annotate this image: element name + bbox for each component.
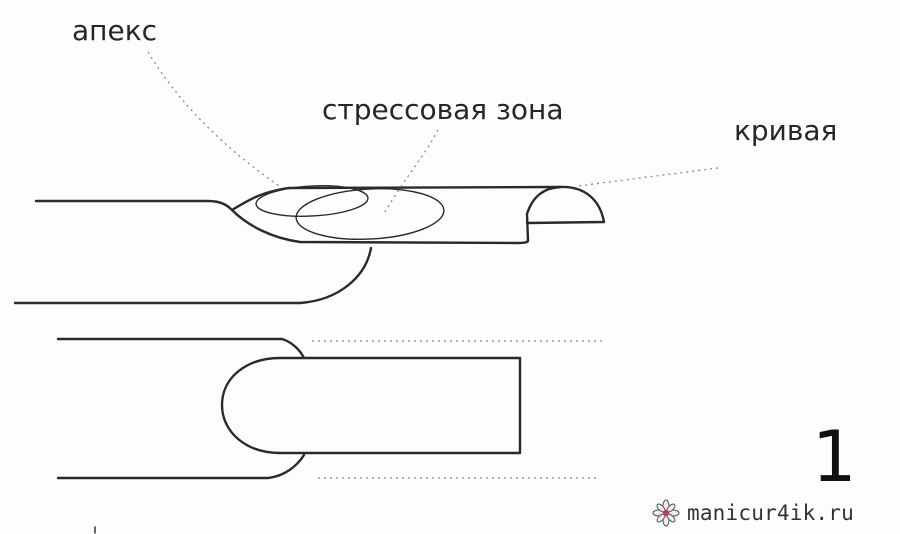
curve-label: кривая — [734, 114, 838, 147]
watermark: manicur4ik.ru — [652, 499, 854, 527]
flower-icon — [652, 499, 680, 527]
figure-number: 1 — [812, 416, 857, 498]
nail-c-curve — [525, 185, 606, 243]
curve-leader — [577, 167, 719, 187]
finger-top-line — [34, 185, 562, 212]
stress-zone-ellipse — [295, 188, 445, 240]
finger-bottom-line — [13, 246, 373, 305]
watermark-text: manicur4ik.ru — [687, 501, 854, 525]
finger-top-view-lower — [56, 453, 306, 480]
apex-ellipse — [255, 185, 369, 217]
apex-label: апекс — [72, 14, 157, 47]
finger-top-view-upper — [56, 337, 306, 360]
nail-underside — [230, 208, 530, 245]
apex-leader — [147, 51, 283, 189]
stress-zone-leader — [384, 129, 439, 213]
nail-top-view — [220, 356, 522, 455]
stress-zone-label: стрессовая зона — [322, 93, 564, 126]
